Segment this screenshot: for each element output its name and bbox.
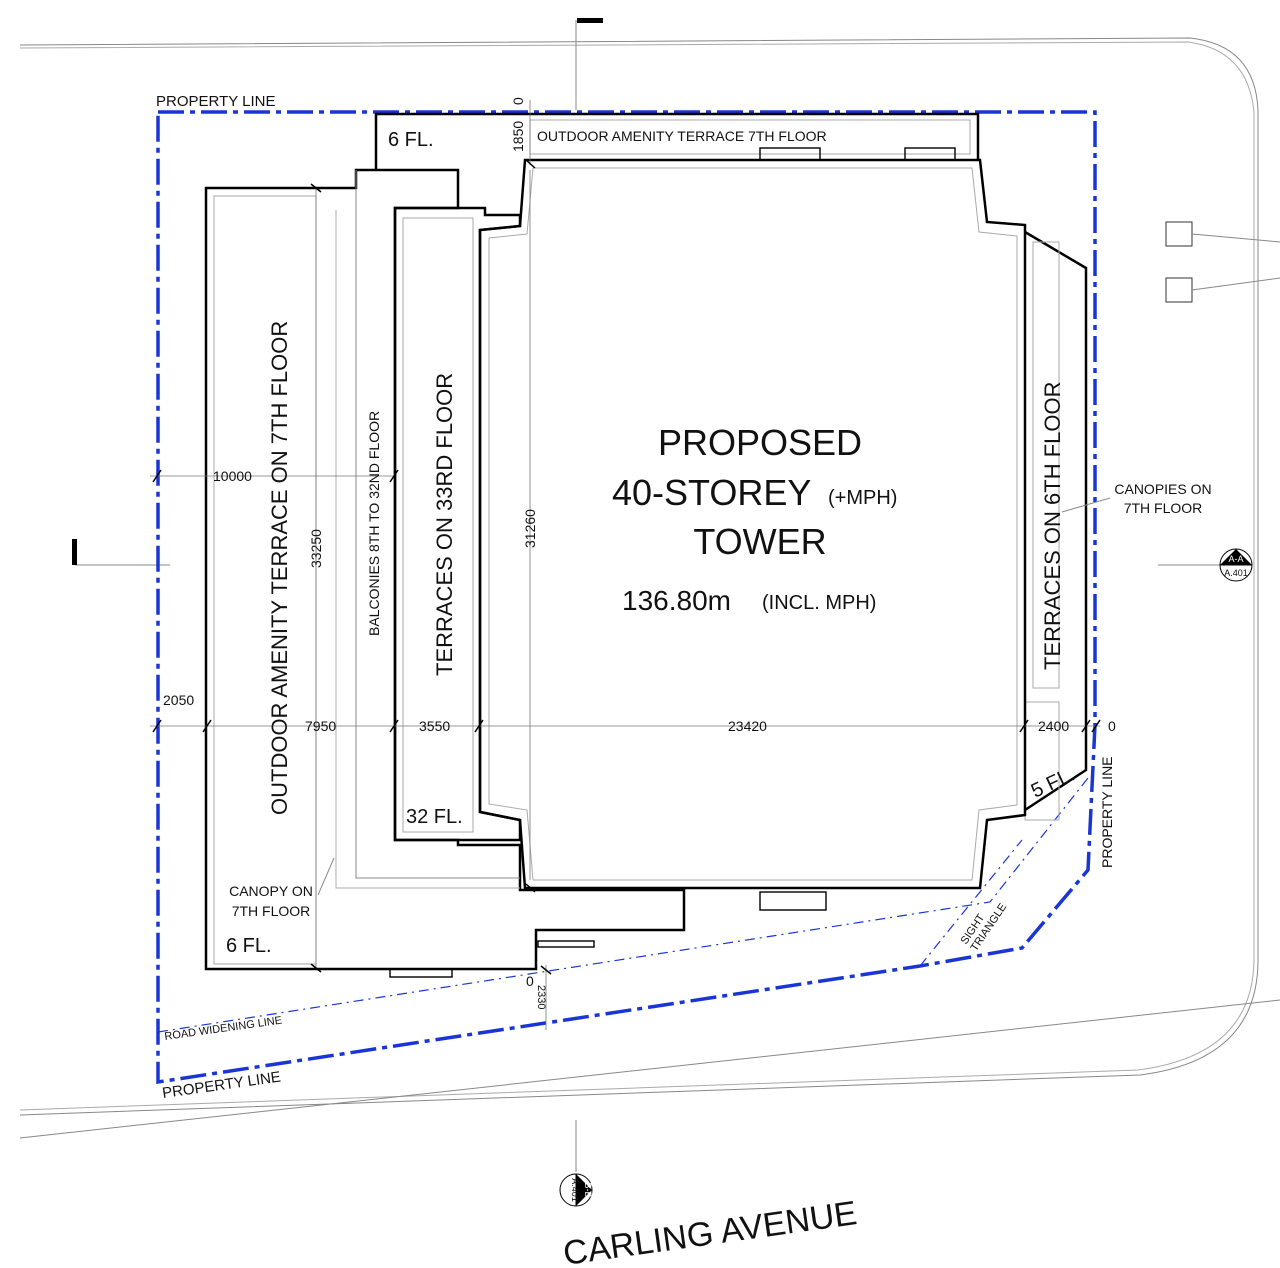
floor-label-5: 5 FL. [1028, 763, 1079, 802]
podium-north-6fl [374, 112, 980, 170]
utility-box-2 [1165, 277, 1193, 303]
carling-road-edge [19, 999, 1280, 1139]
dim-0-top: 0 [510, 97, 526, 105]
section-cut-top-mark [577, 18, 603, 23]
floor-label-6-top: 6 FL. [388, 129, 434, 151]
canopies-leader [1061, 497, 1111, 513]
dim-ticks [152, 159, 1101, 975]
road-widening-label: ROAD WIDENING LINE [164, 1015, 283, 1043]
terraces-6-label: TERRACES ON 6TH FLOOR [1040, 382, 1065, 670]
tower-inner [488, 167, 1018, 881]
dim-0-bottom: 0 [526, 973, 534, 989]
property-line [156, 110, 1097, 1085]
dim-2330: 2330 [535, 985, 547, 1009]
section-aa-sheet: A.401 [1224, 568, 1248, 578]
terrace-7th-north-label: OUTDOOR AMENITY TERRACE 7TH FLOOR [537, 128, 827, 144]
terrace-west-inner [213, 195, 317, 965]
canopy-label-2: 7TH FLOOR [232, 903, 311, 919]
tower-label-line3: TOWER [693, 521, 826, 562]
tower-height-suffix: (INCL. MPH) [762, 592, 876, 614]
terraces-33-inner [402, 217, 474, 833]
property-line-right-label: PROPERTY LINE [1099, 756, 1115, 868]
road-widening-line [157, 777, 1089, 1033]
dim-10000: 10000 [213, 468, 252, 484]
balconies-label: BALCONIES 8TH TO 32ND FLOOR [366, 411, 382, 636]
section-bb-sheet: A.401 [570, 1178, 580, 1202]
balcony-strip [355, 170, 520, 879]
section-marker-aa [1219, 548, 1253, 582]
tower-height: 136.80m [622, 585, 731, 616]
tower-label-line2: 40-STOREY [612, 472, 811, 513]
utility-box-1 [1165, 221, 1193, 247]
terraces-6-inner [1032, 241, 1060, 689]
canopies-label-2: 7TH FLOOR [1124, 500, 1203, 516]
utility-leader-2 [1191, 277, 1280, 291]
floor-label-6-bottom: 6 FL. [226, 935, 272, 957]
dim-1850: 1850 [510, 121, 526, 152]
sight-triangle-line [919, 839, 1023, 967]
dim-33250: 33250 [308, 529, 324, 568]
canopy-marks [389, 147, 956, 978]
balcony-outline [335, 210, 520, 889]
terraces-33-label: TERRACES ON 33RD FLOOR [432, 373, 457, 676]
dim-31260: 31260 [522, 509, 538, 548]
tower-outline [478, 158, 1027, 890]
north-road-edge [19, 37, 1259, 1116]
podium-west-6fl [204, 168, 686, 971]
section-aa-label: A-A [1228, 554, 1243, 564]
canopies-label-1: CANOPIES ON [1114, 481, 1211, 497]
terraces-33-block [393, 206, 522, 842]
tower-label-line1: PROPOSED [658, 422, 862, 463]
dim-2050: 2050 [163, 692, 194, 708]
canopy-label-1: CANOPY ON [229, 883, 313, 899]
canopy-leader [317, 857, 335, 896]
dim-3550: 3550 [419, 718, 450, 734]
podium-east [1024, 230, 1088, 812]
dim-2400: 2400 [1038, 718, 1069, 734]
dim-0-right: 0 [1108, 718, 1116, 734]
dim-7950: 7950 [305, 718, 336, 734]
street-name: CARLING AVENUE [561, 1194, 859, 1268]
section-cut-left-mark [72, 539, 77, 565]
section-marker-bb [559, 1173, 593, 1207]
property-line-top-label: PROPERTY LINE [156, 93, 276, 110]
floor-label-32: 32 FL. [406, 806, 463, 828]
terrace-7th-west-label: OUTDOOR AMENITY TERRACE ON 7TH FLOOR [267, 321, 292, 815]
dim-23420: 23420 [728, 718, 767, 734]
north-road-edge-inner [19, 41, 1255, 1111]
section-bb-label: B-B [583, 1182, 593, 1197]
property-line-bottom-label: PROPERTY LINE [161, 1068, 282, 1101]
utility-leader-1 [1191, 233, 1280, 243]
tower-label-line2-suffix: (+MPH) [828, 487, 897, 509]
